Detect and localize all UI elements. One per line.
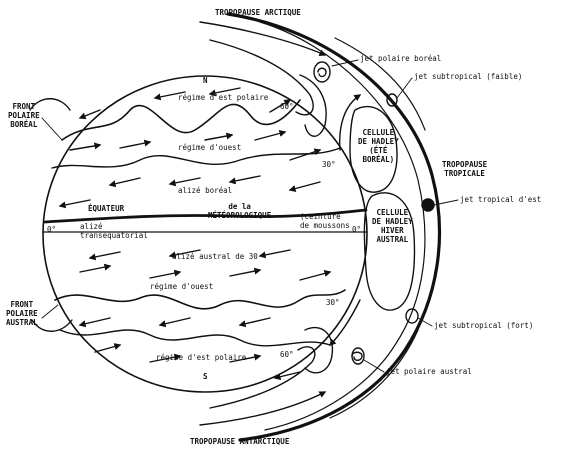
label-lat-30s: 30° bbox=[326, 298, 340, 307]
label-jet-polaire-boreal: jet polaire boréal bbox=[360, 54, 441, 63]
label-jet-subtropical-fort: jet subtropical (fort) bbox=[434, 321, 533, 330]
wind-arrow bbox=[70, 145, 100, 150]
label-alize-austral: alizé austral de 30 bbox=[172, 252, 258, 261]
label-alize-boreal: alizé boréal bbox=[178, 186, 232, 195]
wind-arrow bbox=[260, 250, 290, 256]
label-lat-30n: 30° bbox=[322, 160, 336, 169]
jet-core-tropical-east bbox=[422, 199, 434, 211]
wind-arrow bbox=[95, 345, 120, 352]
label-tropopause-tropicale: TROPOPAUSE TROPICALE bbox=[442, 160, 487, 178]
label-north: N bbox=[203, 76, 208, 85]
wind-arrow bbox=[230, 270, 260, 276]
label-tropopause-antarctique: TROPOPAUSE ANTARCTIQUE bbox=[190, 437, 289, 446]
outer-loop-south bbox=[200, 392, 325, 425]
wind-arrow bbox=[230, 176, 260, 182]
label-equateur-meteo: de la MÉTÉOROLOGIQUE bbox=[208, 202, 271, 220]
wind-arrow bbox=[290, 182, 320, 190]
label-jet-subtropical-faible: jet subtropical (faible) bbox=[414, 72, 522, 81]
wind-arrow bbox=[60, 200, 90, 206]
wind-arrow bbox=[80, 266, 110, 272]
label-front-polaire-boreal: FRONT POLAIRE BORÉAL bbox=[8, 102, 40, 129]
wind-arrow bbox=[255, 132, 285, 140]
wind-arrow bbox=[290, 150, 320, 160]
leader-jet-polar-south bbox=[364, 360, 384, 372]
label-zero-right: 0° bbox=[352, 225, 361, 234]
stratosphere-band-north bbox=[335, 38, 425, 130]
cell-loop-left-south bbox=[32, 320, 72, 331]
wind-arrow bbox=[240, 318, 270, 325]
label-regime-est-polaire-s: régime d'est polaire bbox=[156, 353, 246, 362]
leader-front-north bbox=[42, 118, 62, 140]
label-tropopause-arctique: TROPOPAUSE ARCTIQUE bbox=[215, 8, 301, 17]
label-jet-tropical-est: jet tropical d'est bbox=[460, 195, 541, 204]
label-south: S bbox=[203, 372, 208, 381]
wind-arrow bbox=[170, 178, 200, 184]
label-regime-ouest-n: régime d'ouest bbox=[178, 143, 241, 152]
label-jet-polaire-austral: jet polaire austral bbox=[386, 367, 472, 376]
wind-arrow bbox=[150, 272, 180, 278]
wind-arrow bbox=[205, 135, 232, 140]
wind-arrow bbox=[80, 318, 110, 325]
label-equateur: ÉQUATEUR bbox=[88, 204, 124, 213]
wind-arrow bbox=[160, 318, 190, 325]
label-cellule-hadley-austral: CELLULE DE HADLEY HIVER AUSTRAL bbox=[372, 208, 413, 244]
label-alize-transequatorial: alizé transequatorial bbox=[80, 222, 148, 240]
cell-loop-south-60 bbox=[305, 328, 332, 373]
westerly-wave-south-2 bbox=[60, 330, 330, 346]
label-front-polaire-austral: FRONT POLAIRE AUSTRAL bbox=[6, 300, 38, 327]
wind-arrow bbox=[300, 272, 330, 280]
westerly-wave-south bbox=[55, 290, 345, 309]
label-lat-60n: 60° bbox=[280, 102, 294, 111]
westerly-wave-north bbox=[62, 100, 300, 140]
leader-jet-subtrop-weak bbox=[397, 78, 412, 98]
jet-swirl-polar-south bbox=[352, 352, 362, 360]
label-ceinture-moussons: (ceinture de moussons bbox=[300, 212, 350, 230]
jet-swirl-polar-north bbox=[318, 68, 326, 76]
label-zero-left: 0° bbox=[47, 225, 56, 234]
label-regime-est-polaire-n: régime d'est polaire bbox=[178, 93, 268, 102]
label-lat-60s: 60° bbox=[280, 350, 294, 359]
label-regime-ouest-s: régime d'ouest bbox=[150, 282, 213, 291]
wind-arrow bbox=[110, 178, 140, 185]
wind-arrow bbox=[90, 252, 120, 258]
label-cellule-hadley-boreal: CELLULE DE HADLEY (ÉTÉ BORÉAL) bbox=[358, 128, 399, 164]
wind-arrow bbox=[120, 142, 150, 148]
jet-core-polar-north bbox=[314, 62, 330, 82]
leader-front-south bbox=[42, 305, 58, 318]
